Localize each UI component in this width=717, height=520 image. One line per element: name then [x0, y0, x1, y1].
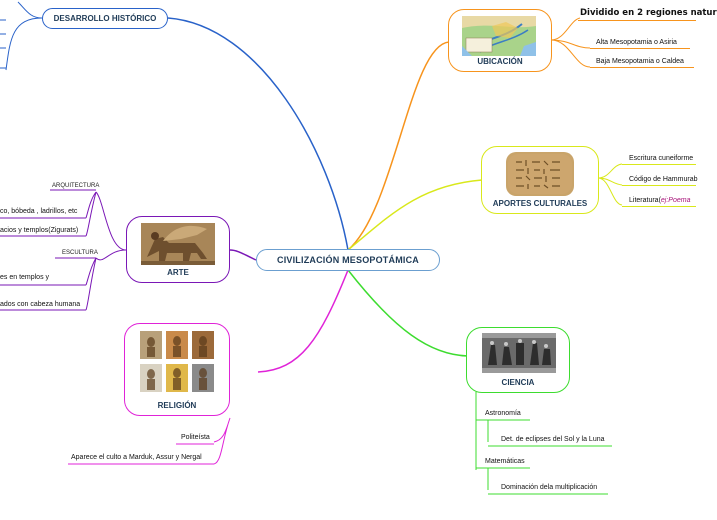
- central-topic-label: CIVILIZACIÓN MESOPOTÁMICA: [277, 255, 419, 265]
- topic-arte[interactable]: ARTE: [126, 216, 230, 283]
- connector-ciencia: [347, 269, 469, 357]
- ciencia-item-multiplicacion[interactable]: Dominación dela multiplicación: [501, 484, 598, 491]
- central-topic[interactable]: CIVILIZACIÓN MESOPOTÁMICA: [256, 249, 440, 271]
- ubicacion-item-alta[interactable]: Alta Mesopotamia o Asiria: [596, 39, 677, 46]
- connector-historico: [167, 17, 349, 251]
- connector-aportes-leaves: [597, 163, 623, 206]
- aportes-item-escritura[interactable]: Escritura cuneiforme: [629, 155, 694, 162]
- ubicacion-item-baja[interactable]: Baja Mesopotamia o Caldea: [596, 58, 684, 65]
- arte-escultura-item-2[interactable]: ados con cabeza humana: [0, 301, 81, 308]
- cuneiform-clay-tablet-image: [506, 152, 574, 196]
- aportes-literatura-example: ej:Poema: [660, 197, 691, 204]
- connector-arte: [229, 249, 257, 261]
- connector-aportes: [347, 179, 483, 251]
- ubicacion-item-alta-underline: [590, 48, 690, 49]
- arte-arquitectura-item-2[interactable]: acios y templos(Zigurats): [0, 227, 79, 234]
- topic-desarrollo-historico-label: DESARROLLO HISTÓRICO: [53, 14, 157, 23]
- lamassu-winged-bull-image: [141, 223, 215, 265]
- ciencia-item-astronomia[interactable]: Astronomía: [485, 410, 521, 417]
- aportes-item-literatura-underline: [622, 206, 696, 207]
- connector-ubicacion: [347, 41, 450, 251]
- connector-arte-leaves: [0, 189, 127, 311]
- arte-arquitectura-item-1[interactable]: co, bóbeda , ladrillos, etc: [0, 208, 78, 215]
- map-of-mesopotamia-image: [462, 16, 536, 56]
- topic-aportes-culturales[interactable]: APORTES CULTURALES: [481, 146, 599, 214]
- connector-historico-leaves: [0, 1, 43, 71]
- connector-religion: [257, 269, 349, 373]
- mindmap-connectors: [0, 1, 623, 495]
- topic-ciencia-label: CIENCIA: [501, 378, 535, 387]
- connector-religion-leaves: [68, 417, 231, 465]
- aportes-item-escritura-underline: [622, 164, 696, 165]
- arte-escultura-item-1[interactable]: es en templos y: [0, 274, 50, 281]
- connector-ciencia-leaves: [475, 392, 612, 495]
- topic-ubicacion-label: UBICACIÓN: [477, 57, 523, 66]
- religion-item-politeista[interactable]: Politeísta: [181, 434, 210, 441]
- ubicacion-heading-underline: [578, 20, 696, 21]
- topic-arte-label: ARTE: [167, 268, 189, 277]
- arte-arquitectura-label[interactable]: ARQUITECTURA: [52, 183, 100, 189]
- aportes-literatura-prefix: Literatura(: [629, 197, 661, 204]
- ciencia-item-eclipses[interactable]: Det. de eclipses del Sol y la Luna: [501, 436, 605, 443]
- mesopotamian-deities-grid-image: [138, 330, 216, 396]
- cylinder-seal-relief-image: [482, 333, 556, 373]
- religion-item-culto[interactable]: Aparece el culto a Marduk, Assur y Nerga…: [71, 454, 202, 461]
- topic-religion-label: RELIGIÓN: [157, 401, 197, 410]
- topic-ubicacion[interactable]: UBICACIÓN: [448, 9, 552, 72]
- topic-religion[interactable]: RELIGIÓN: [124, 323, 230, 416]
- connector-ubicacion-leaves: [550, 17, 591, 68]
- arte-escultura-label[interactable]: ESCULTURA: [62, 250, 98, 256]
- topic-aportes-culturales-label: APORTES CULTURALES: [492, 199, 588, 208]
- topic-ciencia[interactable]: CIENCIA: [466, 327, 570, 393]
- ubicacion-heading[interactable]: Dividido en 2 regiones natur: [580, 8, 717, 18]
- aportes-item-literatura[interactable]: Literatura(ej:Poema: [629, 196, 690, 205]
- aportes-item-codigo[interactable]: Código de Hammurab: [629, 176, 698, 183]
- topic-desarrollo-historico[interactable]: DESARROLLO HISTÓRICO: [42, 8, 168, 29]
- ciencia-item-matematicas[interactable]: Matemáticas: [485, 458, 525, 465]
- aportes-item-codigo-underline: [622, 185, 696, 186]
- ubicacion-item-baja-underline: [590, 67, 694, 68]
